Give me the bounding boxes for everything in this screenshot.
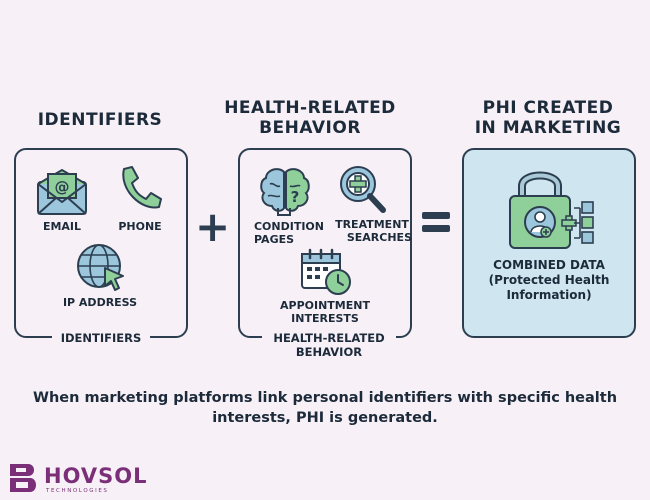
equals-bar-top [422,212,450,219]
ip-address-label: IP ADDRESS [62,296,138,309]
calendar-clock-icon [301,248,351,295]
brand-name: HOVSOL [44,464,148,488]
treatment-searches-label: TREATMENT SEARCHES [324,218,420,244]
phi-line3: Information) [506,288,592,302]
appointment-interests-label: APPOINTMENT INTERESTS [262,299,388,325]
globe-cursor-icon [77,244,124,291]
equals-bar-bottom [422,225,450,232]
brand-tagline: TECHNOLOGIES [46,488,109,494]
plus-operator: + [195,202,231,251]
condition-line2: PAGES [254,233,295,246]
envelope-icon: @ [37,168,87,215]
appointment-line1: APPOINTMENT [280,299,370,312]
svg-text:?: ? [291,188,300,206]
phone-icon [122,166,162,209]
equals-operator [422,212,450,232]
condition-pages-label: CONDITION PAGES [248,220,330,246]
caption: When marketing platforms link personal i… [0,388,650,428]
identifiers-box-label: IDENTIFIERS [52,331,150,345]
behavior-heading: HEALTH-RELATED BEHAVIOR [210,98,410,138]
appointment-line2: INTERESTS [291,312,359,325]
padlock-user-icon [509,171,594,249]
behavior-box-label-line1: HEALTH-RELATED [273,331,385,345]
treatment-line1: TREATMENT [335,218,409,231]
brain-icon: ? [260,168,310,216]
phi-heading: PHI CREATED IN MARKETING [448,98,648,138]
condition-line1: CONDITION [253,220,324,233]
phi-combined-data: COMBINED DATA (Protected Health Informat… [466,258,632,303]
phi-line2: (Protected Health [488,273,610,287]
caption-line2: interests, PHI is generated. [212,410,438,426]
svg-text:@: @ [55,178,70,196]
behavior-heading-line1: HEALTH-RELATED [224,98,396,118]
caption-line1: When marketing platforms link personal i… [32,390,618,406]
phone-label: PHONE [118,220,162,233]
hovsol-logo-icon [10,464,36,492]
phi-heading-line2: IN MARKETING [474,118,622,138]
behavior-box-label: HEALTH-RELATED BEHAVIOR [262,331,396,359]
behavior-heading-line2: BEHAVIOR [259,118,361,138]
behavior-box-label-line2: BEHAVIOR [295,345,363,359]
treatment-line2: SEARCHES [346,231,412,244]
email-label: EMAIL [42,220,82,233]
phi-heading-line1: PHI CREATED [482,98,614,118]
magnifier-plus-icon [340,166,386,213]
identifiers-heading: IDENTIFIERS [37,110,163,130]
phi-line1: COMBINED DATA [493,258,605,272]
